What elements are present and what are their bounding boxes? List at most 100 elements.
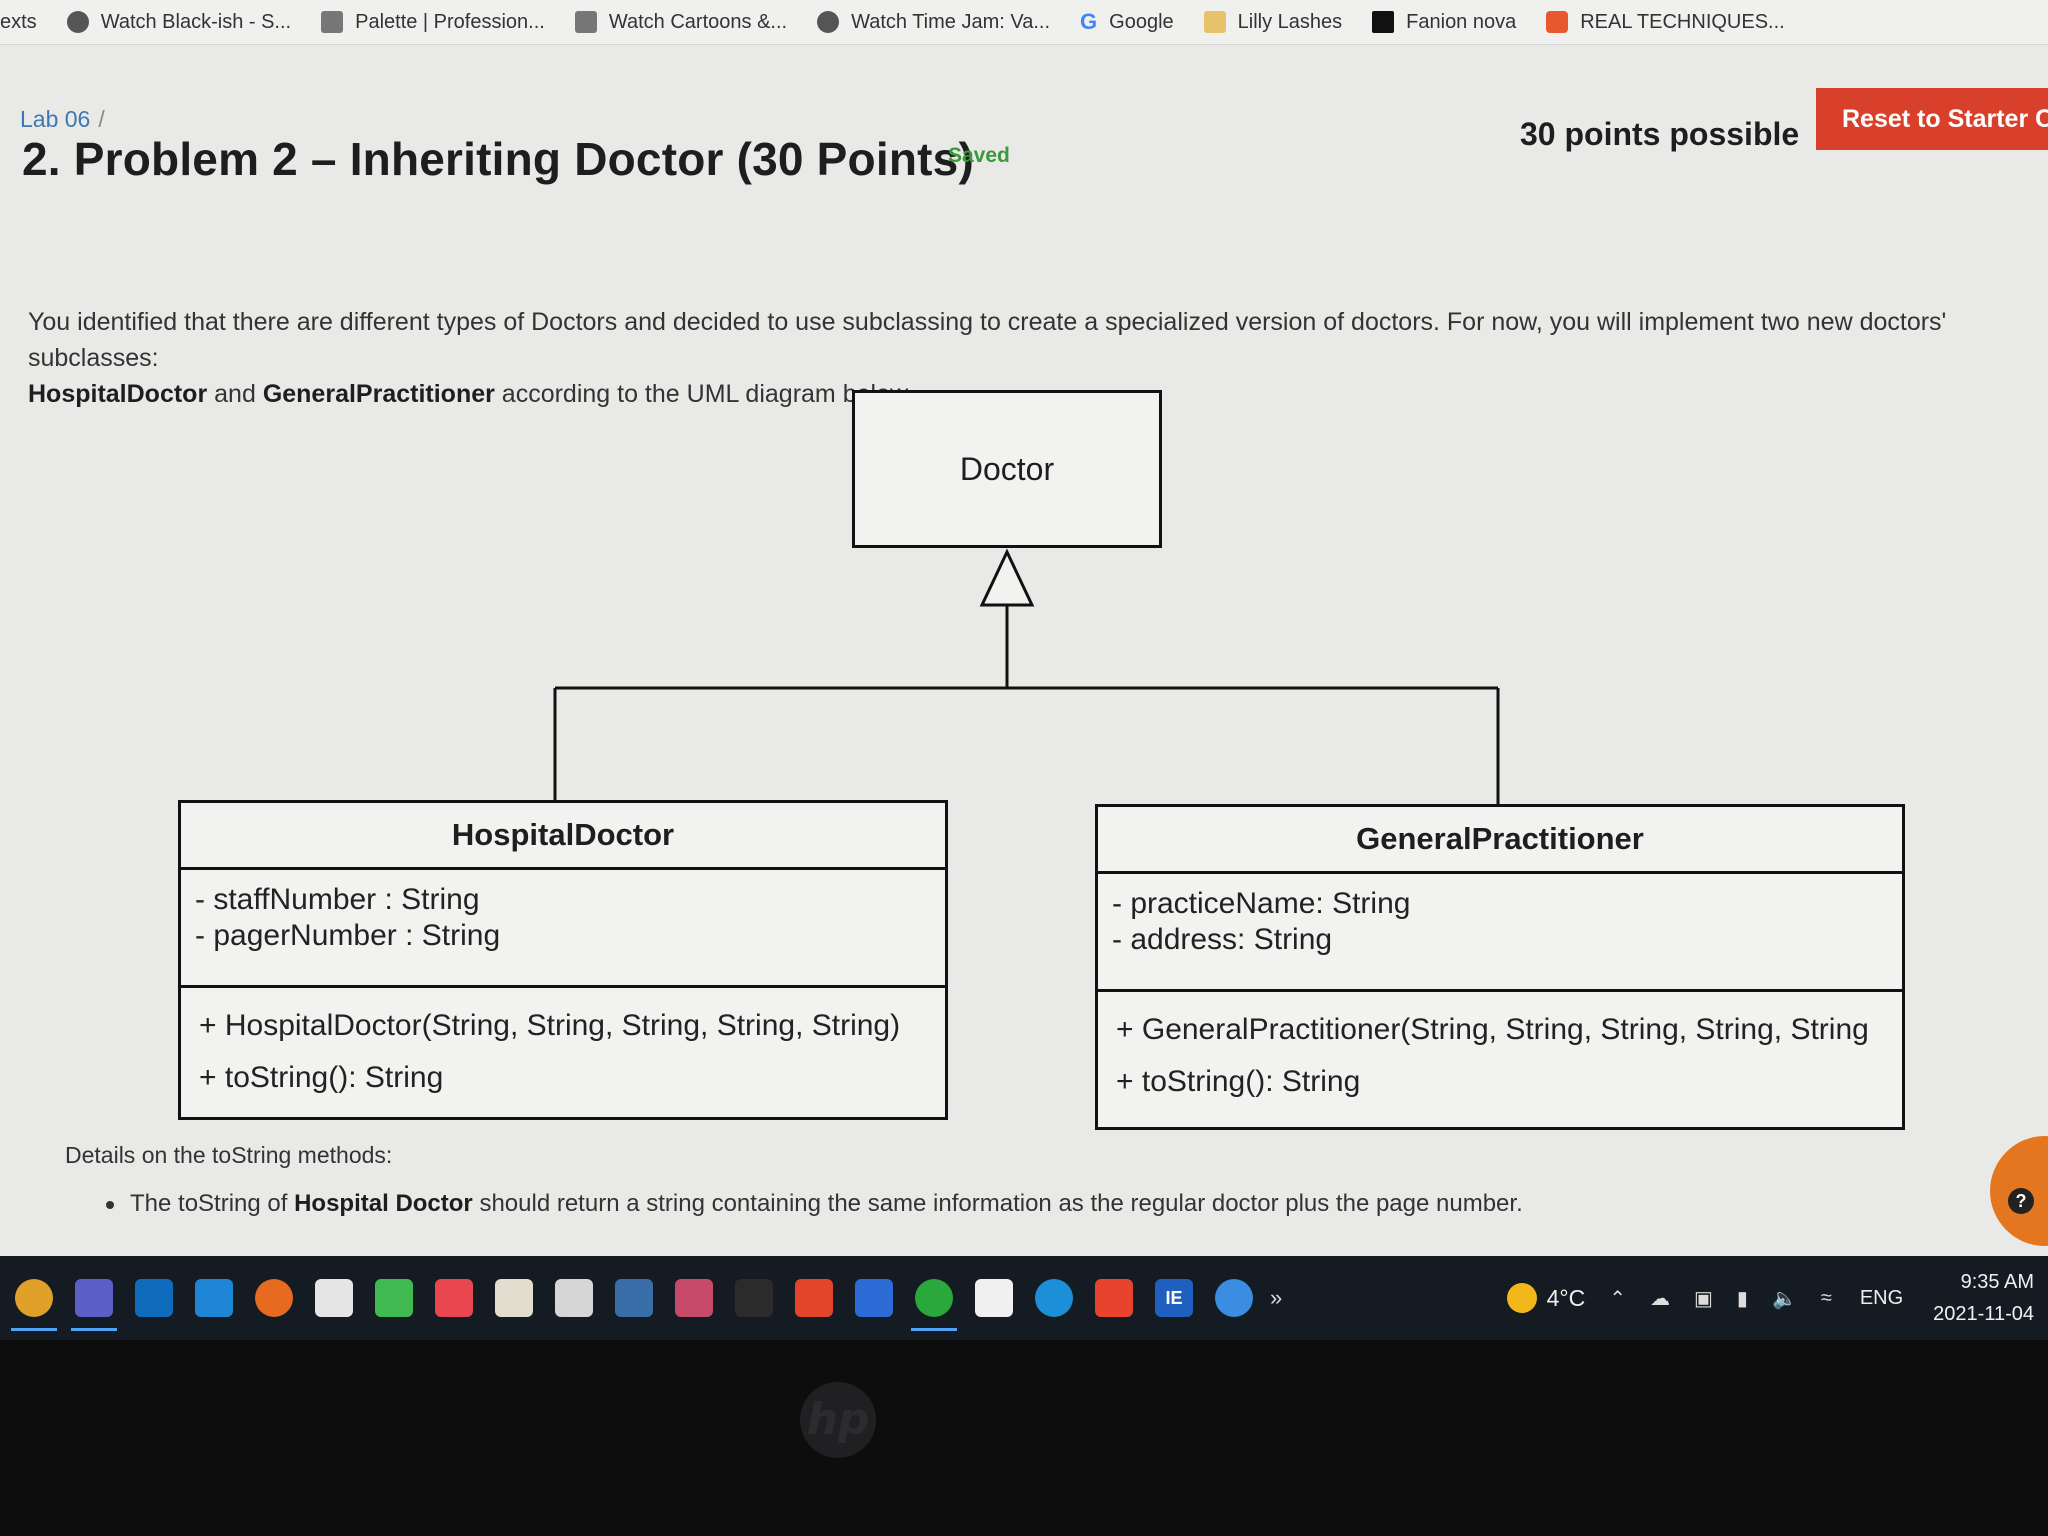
globe-icon: [817, 11, 840, 33]
bullet-bold-text: Hospital Doctor: [294, 1190, 473, 1217]
tv-icon: [574, 11, 597, 33]
bookmark-item[interactable]: Fanion nova: [1372, 11, 1516, 34]
intellij-icon[interactable]: [315, 1279, 353, 1317]
uml-class-doctor: Doctor: [852, 390, 1162, 548]
cloud-icon[interactable]: ☁: [1650, 1287, 1671, 1310]
method: + toString(): String: [1116, 1065, 1361, 1098]
bookmark-item[interactable]: REAL TECHNIQUES...: [1546, 11, 1785, 34]
battery-icon[interactable]: ▮: [1736, 1287, 1748, 1310]
help-icon[interactable]: [1215, 1279, 1253, 1317]
popcorn-icon[interactable]: [495, 1279, 533, 1317]
attribute: - pagerNumber : String: [195, 919, 501, 952]
bookmark-item[interactable]: Palette | Profession...: [321, 11, 545, 34]
overflow-chevron-icon[interactable]: »: [1270, 1285, 1283, 1310]
display-icon[interactable]: ▣: [1694, 1287, 1713, 1310]
method: + toString(): String: [199, 1061, 444, 1094]
ie-icon[interactable]: IE: [1155, 1279, 1193, 1317]
vscode-icon[interactable]: [195, 1279, 233, 1317]
bookmarks-bar: exts Watch Black-ish - S... Palette | Pr…: [0, 0, 2048, 45]
taskbar-apps: IE: [4, 1279, 1264, 1331]
breadcrumb: Lab 06 /: [20, 106, 105, 133]
attribute: - staffNumber : String: [195, 883, 480, 916]
problem-description: You identified that there are different …: [28, 304, 2038, 412]
clock-time: 9:35 AM: [1960, 1271, 2034, 1293]
sticky-notes-icon[interactable]: [795, 1279, 833, 1317]
xbox-icon[interactable]: [911, 1279, 957, 1331]
description-text: You identified that there are different …: [28, 308, 1947, 372]
details-heading: Details on the toString methods:: [65, 1142, 393, 1168]
bookmark-label: Watch Time Jam: Va...: [851, 10, 1051, 33]
description-and: and: [214, 380, 256, 408]
bookmark-label: Palette | Profession...: [355, 10, 545, 33]
volume-icon[interactable]: 🔈: [1771, 1287, 1797, 1310]
class-name-hospital-doctor: HospitalDoctor: [28, 380, 208, 408]
pycharm-icon[interactable]: [375, 1279, 413, 1317]
temperature[interactable]: 4°C: [1546, 1284, 1586, 1311]
method: + HospitalDoctor(String, String, String,…: [199, 1009, 901, 1042]
lashes-icon: [1203, 11, 1226, 33]
points-possible: 30 points possible: [1520, 116, 1800, 152]
help-button[interactable]: ?: [1990, 1136, 2048, 1246]
snipping-tool-icon[interactable]: [675, 1279, 713, 1317]
attribute: - practiceName: String: [1112, 887, 1411, 920]
wifi-icon[interactable]: ≈: [1820, 1286, 1832, 1309]
google-icon: G: [1080, 9, 1098, 34]
breadcrumb-separator: /: [98, 106, 105, 132]
fashion-nova-icon: [1372, 11, 1395, 33]
bookmark-item[interactable]: Lilly Lashes: [1203, 10, 1343, 34]
outlook-icon[interactable]: [135, 1279, 173, 1317]
terminal-icon[interactable]: [735, 1279, 773, 1317]
weather-icon[interactable]: [1506, 1283, 1537, 1313]
creative-cloud-icon[interactable]: [435, 1279, 473, 1317]
rt-icon: [1546, 11, 1569, 33]
reset-to-starter-code-button[interactable]: Reset to Starter Code: [1816, 88, 2048, 150]
bookmark-label: Watch Black-ish - S...: [100, 10, 292, 33]
chrome-icon[interactable]: [11, 1279, 57, 1331]
bookmark-item[interactable]: G Google: [1080, 9, 1174, 35]
palette-icon: [321, 11, 344, 33]
bullet-text-end: should return a string containing the sa…: [479, 1190, 1523, 1217]
powershell-icon[interactable]: [855, 1279, 893, 1317]
saved-status: Saved: [948, 144, 1010, 167]
teams-icon[interactable]: [71, 1279, 117, 1331]
class-methods: + HospitalDoctor(String, String, String,…: [181, 988, 945, 1110]
class-name: Doctor: [959, 450, 1055, 487]
method: + GeneralPractitioner(String, String, St…: [1116, 1013, 1869, 1046]
anydesk-icon[interactable]: [1095, 1279, 1133, 1317]
breadcrumb-link[interactable]: Lab 06: [20, 106, 91, 132]
details-bullet: The toString of Hospital Doctor should r…: [106, 1190, 1523, 1218]
language-indicator[interactable]: ENG: [1859, 1286, 1904, 1309]
edge-icon[interactable]: [1035, 1279, 1073, 1317]
bullet-text: The toString of: [130, 1190, 288, 1217]
text-icon[interactable]: [555, 1279, 593, 1317]
bookmark-label: exts: [0, 10, 37, 33]
bookmark-item[interactable]: exts: [0, 11, 37, 34]
chevron-up-icon[interactable]: ⌃: [1609, 1287, 1627, 1310]
bookmark-label: Watch Cartoons &...: [608, 10, 788, 33]
bookmark-label: REAL TECHNIQUES...: [1580, 10, 1785, 33]
windows-taskbar: IE » 4°C ⌃ ☁ ▣ ▮ 🔈 ≈ ENG 9:35 AM 2021-11…: [0, 1256, 2048, 1340]
page-title: 2. Problem 2 – Inheriting Doctor (30 Poi…: [22, 133, 974, 185]
description-text-end: according to the UML diagram below.: [501, 380, 914, 408]
notepad-icon[interactable]: [975, 1279, 1013, 1317]
class-name: GeneralPractitioner: [1098, 807, 1902, 874]
clock-date: 2021-11-04: [1933, 1303, 2034, 1325]
firefox-icon[interactable]: [255, 1279, 293, 1317]
bookmark-item[interactable]: Watch Cartoons &...: [574, 10, 788, 34]
class-attributes: - practiceName: String - address: String: [1098, 874, 1902, 992]
clock[interactable]: 9:35 AM 2021-11-04: [1933, 1266, 2034, 1330]
hp-logo: hp: [800, 1382, 876, 1458]
mysql-icon[interactable]: [615, 1279, 653, 1317]
class-name-general-practitioner: GeneralPractitioner: [262, 380, 495, 408]
attribute: - address: String: [1112, 923, 1333, 956]
bookmark-item[interactable]: Watch Time Jam: Va...: [817, 11, 1050, 34]
class-attributes: - staffNumber : String - pagerNumber : S…: [181, 870, 945, 988]
bookmark-label: Fanion nova: [1406, 10, 1517, 33]
monitor-bezel: [0, 1340, 2048, 1536]
bookmark-item[interactable]: Watch Black-ish - S...: [66, 10, 292, 34]
globe-icon: [66, 11, 89, 33]
inheritance-arrow: [979, 548, 1035, 607]
bookmark-label: Lilly Lashes: [1237, 10, 1343, 33]
bullet-dot-icon: [106, 1200, 114, 1209]
bookmark-label: Google: [1109, 10, 1174, 33]
